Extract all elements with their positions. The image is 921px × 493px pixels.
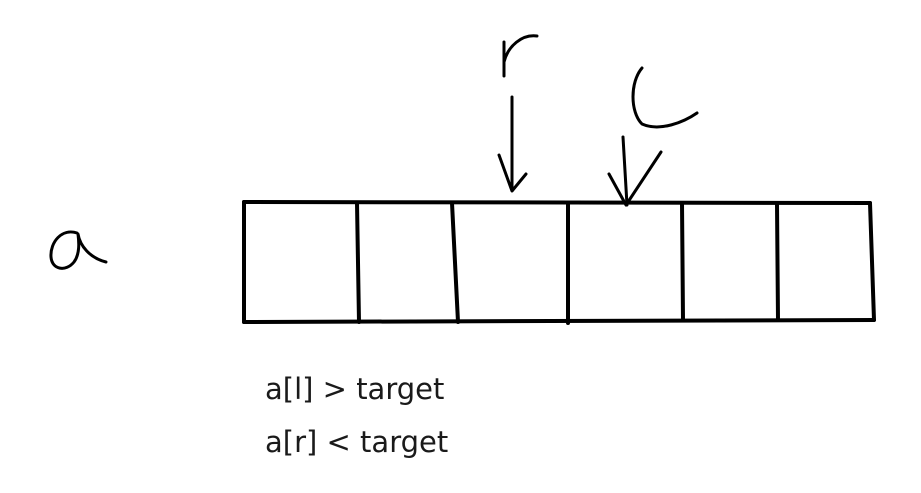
array-right-edge <box>868 201 876 322</box>
pointer-r-letter <box>502 34 539 78</box>
array-label-a <box>49 230 108 270</box>
pointer-r <box>497 34 539 193</box>
pointer-l <box>607 66 699 207</box>
pointer-l-arrow-head <box>607 150 663 207</box>
pointer-r-arrow-head <box>497 153 528 193</box>
pointer-l-letter <box>631 66 699 129</box>
condition-left-pointer: a[l] > target <box>265 372 445 406</box>
condition-right-pointer: a[r] < target <box>265 425 449 459</box>
cell-divider <box>680 201 685 322</box>
pointer-l-arrow-shaft <box>621 135 629 207</box>
array-cell-dividers <box>355 201 780 325</box>
array-box <box>242 200 876 324</box>
cell-divider <box>775 202 780 322</box>
cell-divider <box>355 201 361 324</box>
cell-divider <box>450 201 460 324</box>
